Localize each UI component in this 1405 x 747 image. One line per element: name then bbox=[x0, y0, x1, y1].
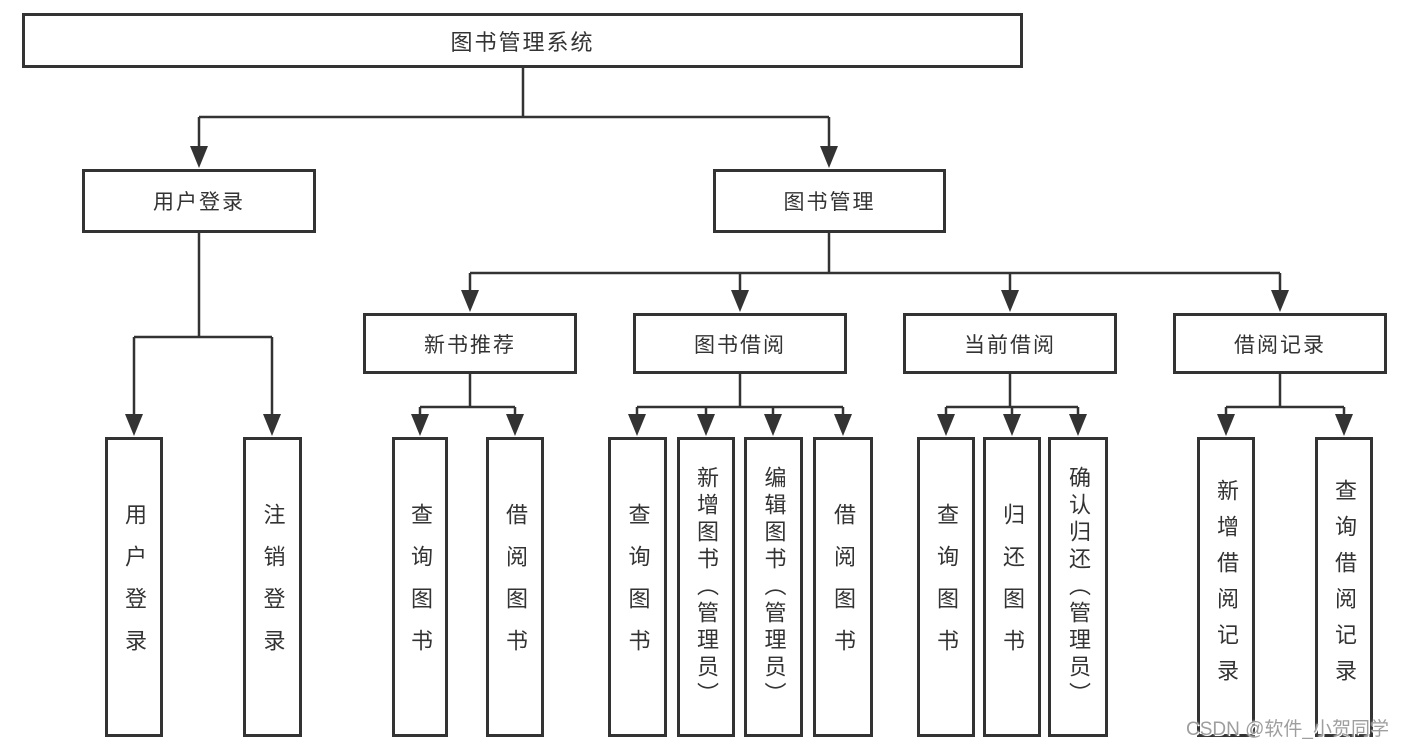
arrowheads bbox=[125, 146, 1353, 436]
leaf-label: 查询图书 bbox=[408, 503, 433, 671]
node-borrowing-records: 借阅记录 bbox=[1173, 313, 1387, 374]
leaf-label: 编辑图书（管理员） bbox=[761, 465, 787, 709]
leaf-edit-books-admin: 编辑图书（管理员） bbox=[744, 437, 803, 737]
leaf-label: 查询图书 bbox=[934, 503, 959, 671]
leaf-add-borrow-record: 新增借阅记录 bbox=[1197, 437, 1255, 737]
leaf-label: 归还图书 bbox=[1000, 503, 1025, 671]
leaf-label: 新增图书（管理员） bbox=[694, 465, 719, 709]
leaf-return-books: 归还图书 bbox=[983, 437, 1041, 737]
leaf-query-books-2: 查询图书 bbox=[608, 437, 667, 737]
leaf-query-books: 查询图书 bbox=[392, 437, 448, 737]
node-library-management-system: 图书管理系统 bbox=[22, 13, 1023, 68]
node-book-borrowing: 图书借阅 bbox=[633, 313, 847, 374]
leaf-label: 确认归还（管理员） bbox=[1066, 465, 1091, 709]
node-book-management: 图书管理 bbox=[713, 169, 946, 233]
leaf-borrow-books: 借阅图书 bbox=[486, 437, 544, 737]
leaf-add-books-admin: 新增图书（管理员） bbox=[677, 437, 735, 737]
node-label: 当前借阅 bbox=[964, 333, 1056, 357]
leaf-label: 借阅图书 bbox=[503, 503, 528, 671]
node-label: 借阅记录 bbox=[1234, 333, 1326, 357]
leaf-label: 新增借阅记录 bbox=[1214, 479, 1239, 695]
leaf-label: 用户登录 bbox=[122, 503, 147, 671]
node-new-book-recommend: 新书推荐 bbox=[363, 313, 577, 374]
csdn-watermark: CSDN @软件_小贺同学 bbox=[1186, 719, 1389, 740]
leaf-borrow-books-2: 借阅图书 bbox=[813, 437, 873, 737]
leaf-user-login: 用户登录 bbox=[105, 437, 163, 737]
node-label: 图书管理系统 bbox=[450, 29, 595, 55]
node-current-borrowing: 当前借阅 bbox=[903, 313, 1117, 374]
node-label: 新书推荐 bbox=[424, 333, 516, 357]
node-label: 图书管理 bbox=[783, 191, 876, 214]
node-label: 用户登录 bbox=[153, 191, 245, 214]
leaf-label: 借阅图书 bbox=[831, 503, 856, 671]
leaf-logout: 注销登录 bbox=[243, 437, 302, 737]
leaf-confirm-return-admin: 确认归还（管理员） bbox=[1048, 437, 1108, 737]
node-label: 图书借阅 bbox=[694, 333, 786, 357]
leaf-label: 查询图书 bbox=[625, 503, 651, 671]
leaf-query-books-3: 查询图书 bbox=[917, 437, 975, 737]
leaf-label: 查询借阅记录 bbox=[1332, 479, 1357, 695]
leaf-label: 注销登录 bbox=[260, 503, 286, 671]
leaf-query-borrow-record: 查询借阅记录 bbox=[1315, 437, 1373, 737]
node-user-login: 用户登录 bbox=[82, 169, 316, 233]
